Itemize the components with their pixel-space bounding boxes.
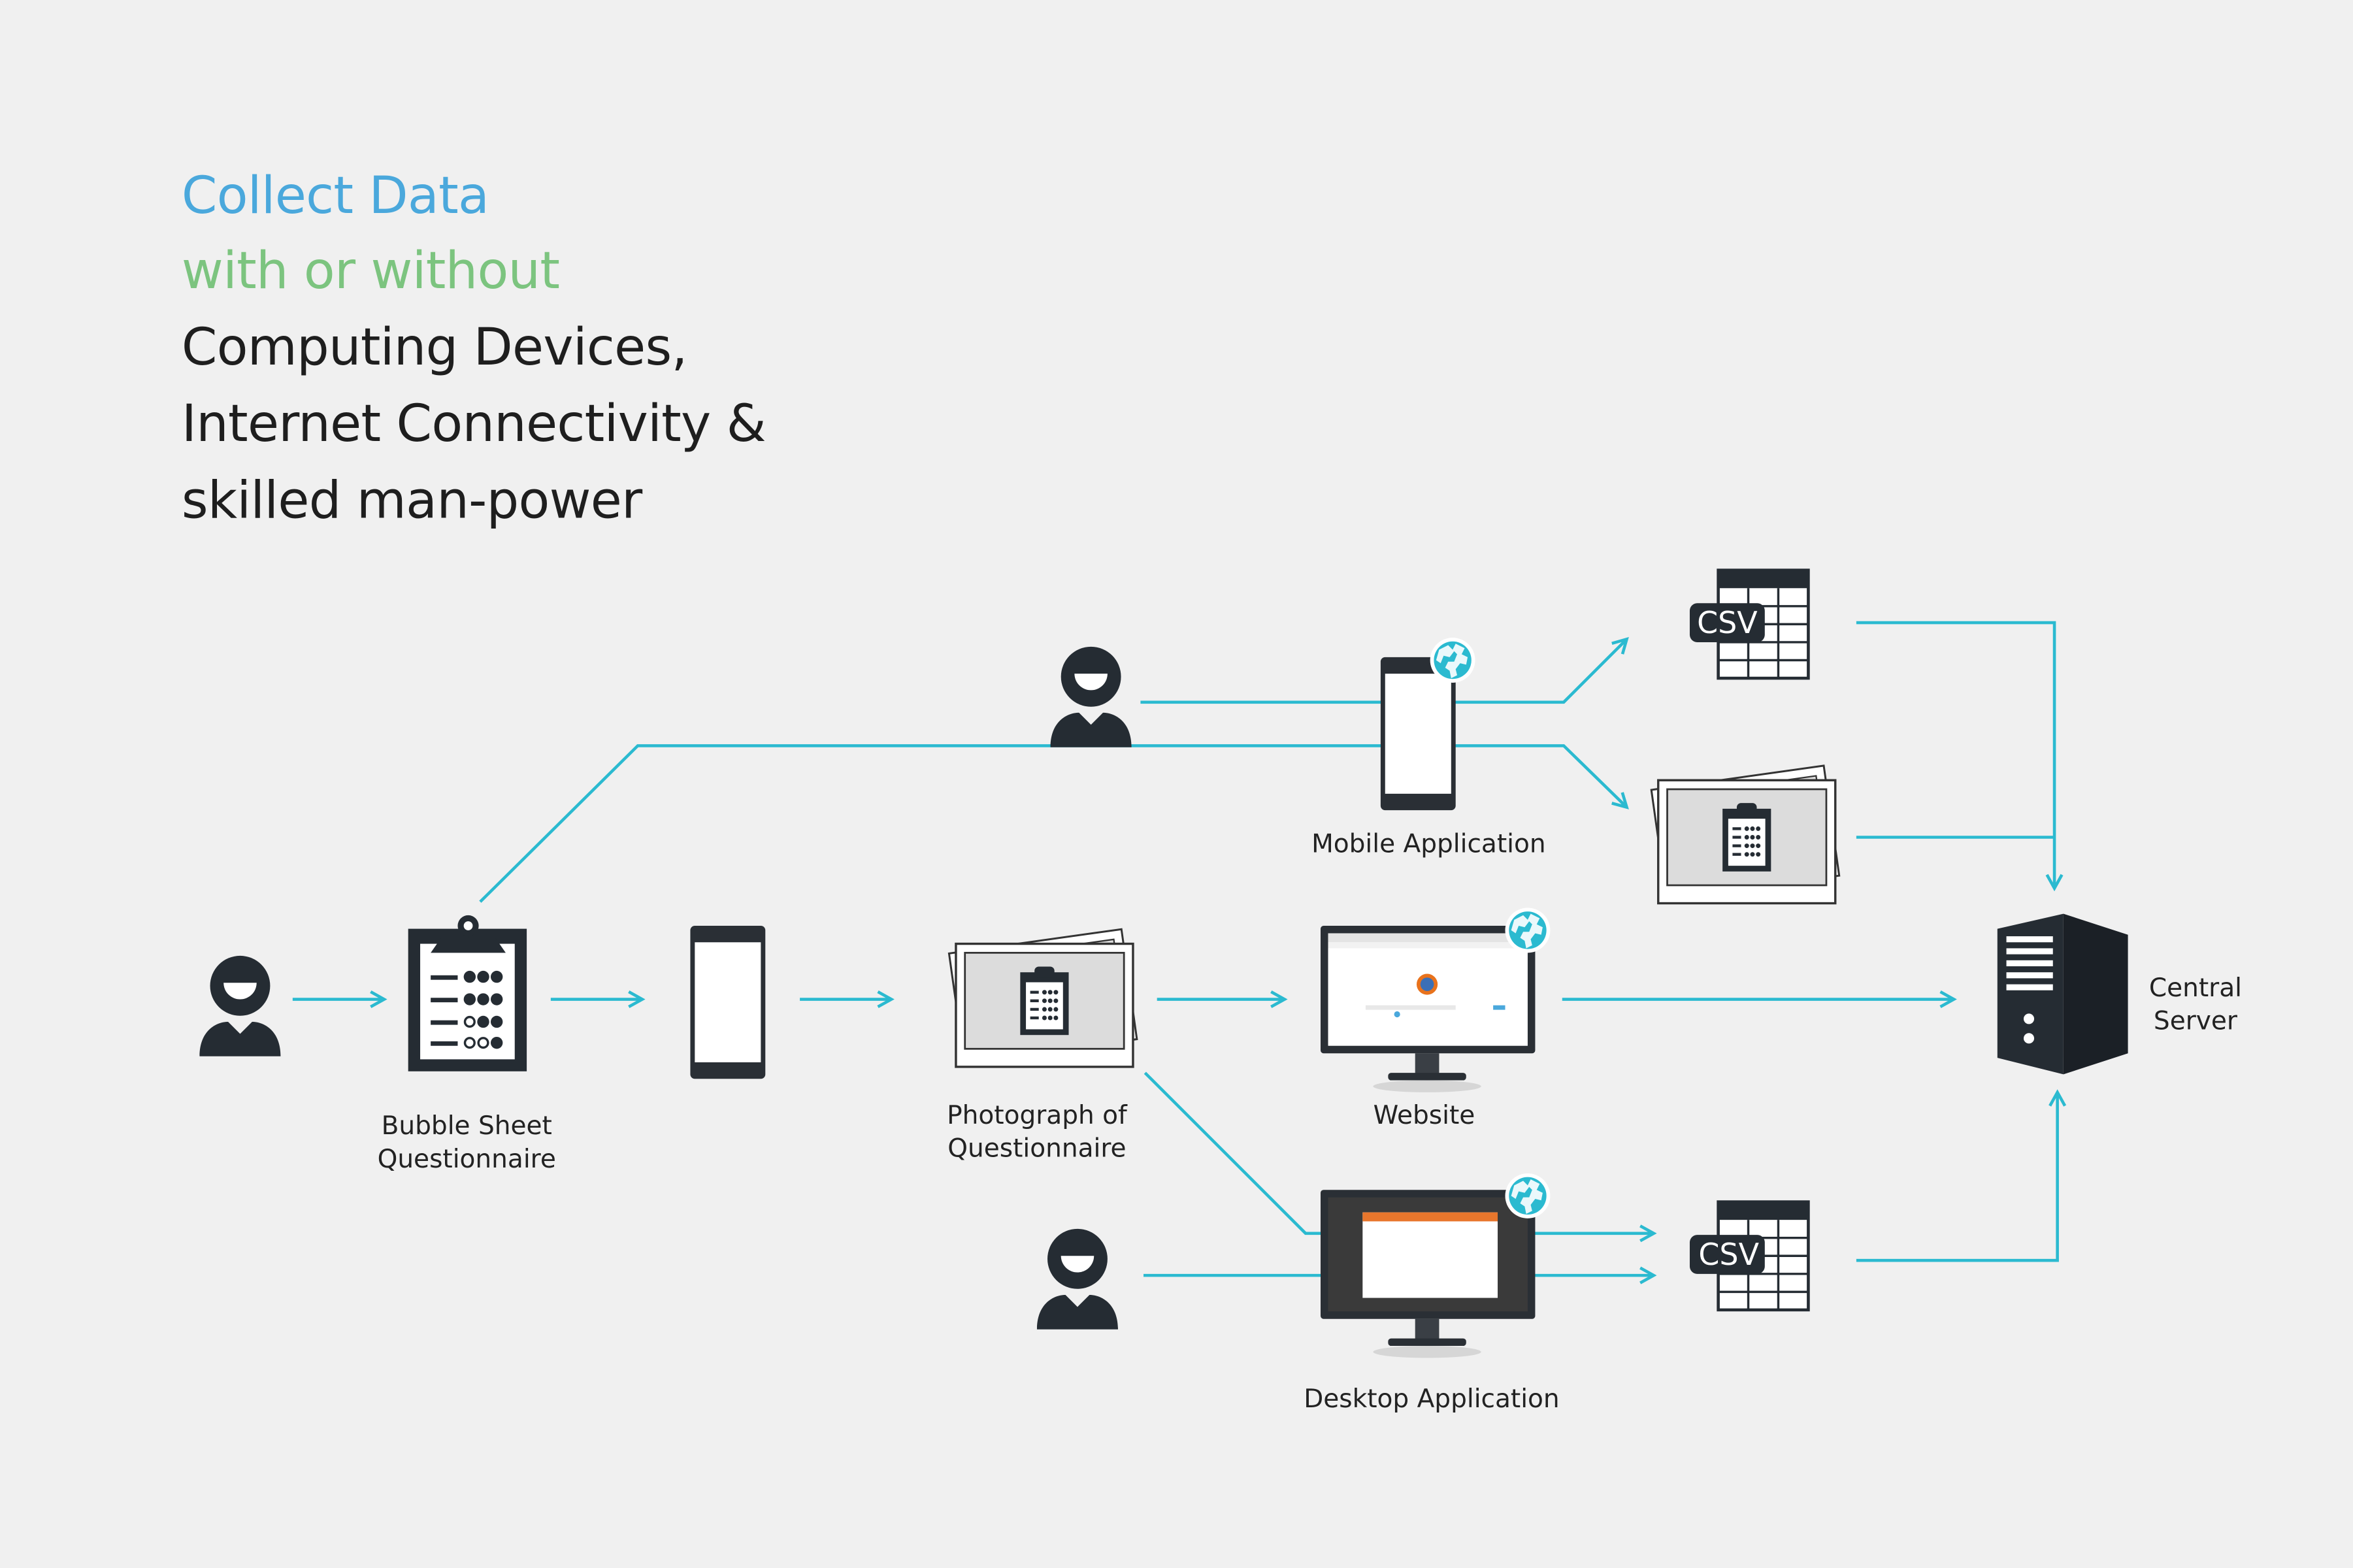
csv-badge-label: CSV — [1698, 1237, 1759, 1272]
globe-icon — [1430, 638, 1475, 683]
globe-icon — [1505, 907, 1551, 953]
monitor-icon — [1321, 926, 1536, 1092]
path-photo-to-desktop-to-csv — [1144, 1071, 1654, 1233]
label-server: Server — [2154, 1006, 2238, 1036]
label-photograph-of: Photograph of — [947, 1101, 1128, 1130]
clipboard-icon — [408, 915, 527, 1071]
connectors — [292, 621, 2058, 1275]
heading-computing-devices: Computing Devices, — [181, 318, 687, 378]
heading-with-or-without: with or without — [181, 241, 560, 302]
label-bubble-sheet: Bubble Sheet — [382, 1111, 552, 1141]
label-mobile-application: Mobile Application — [1311, 829, 1546, 858]
smartphone-icon — [690, 926, 766, 1079]
label-bubble-sheet-questionnaire: Questionnaire — [378, 1145, 556, 1174]
heading-collect-data: Collect Data — [181, 166, 489, 227]
heading-internet-connectivity: Internet Connectivity & — [181, 395, 766, 455]
path-csv-bottom-to-server — [1856, 1092, 2058, 1262]
photo-stack-icon — [949, 929, 1136, 1067]
path-person-to-mobile-to-csv — [1140, 639, 1626, 704]
monitor-icon — [1321, 1190, 1536, 1358]
globe-icon — [1505, 1173, 1551, 1218]
label-photograph-questionnaire: Questionnaire — [947, 1134, 1126, 1164]
label-desktop-application: Desktop Application — [1304, 1384, 1559, 1414]
csv-badge-label: CSV — [1697, 605, 1758, 640]
label-central: Central — [2149, 973, 2242, 1003]
server-icon — [1997, 913, 2128, 1075]
label-website: Website — [1374, 1101, 1475, 1130]
csv-spreadsheet-bottom: CSV — [1689, 1202, 1808, 1310]
person-icon — [1036, 1228, 1118, 1330]
photo-stack-icon — [1651, 766, 1839, 904]
path-csv-top-to-server — [1856, 621, 2054, 888]
heading-skilled-man-power: skilled man-power — [181, 471, 642, 531]
csv-spreadsheet-top: CSV — [1689, 570, 1808, 678]
person-icon — [1050, 646, 1132, 747]
person-icon — [199, 955, 281, 1056]
